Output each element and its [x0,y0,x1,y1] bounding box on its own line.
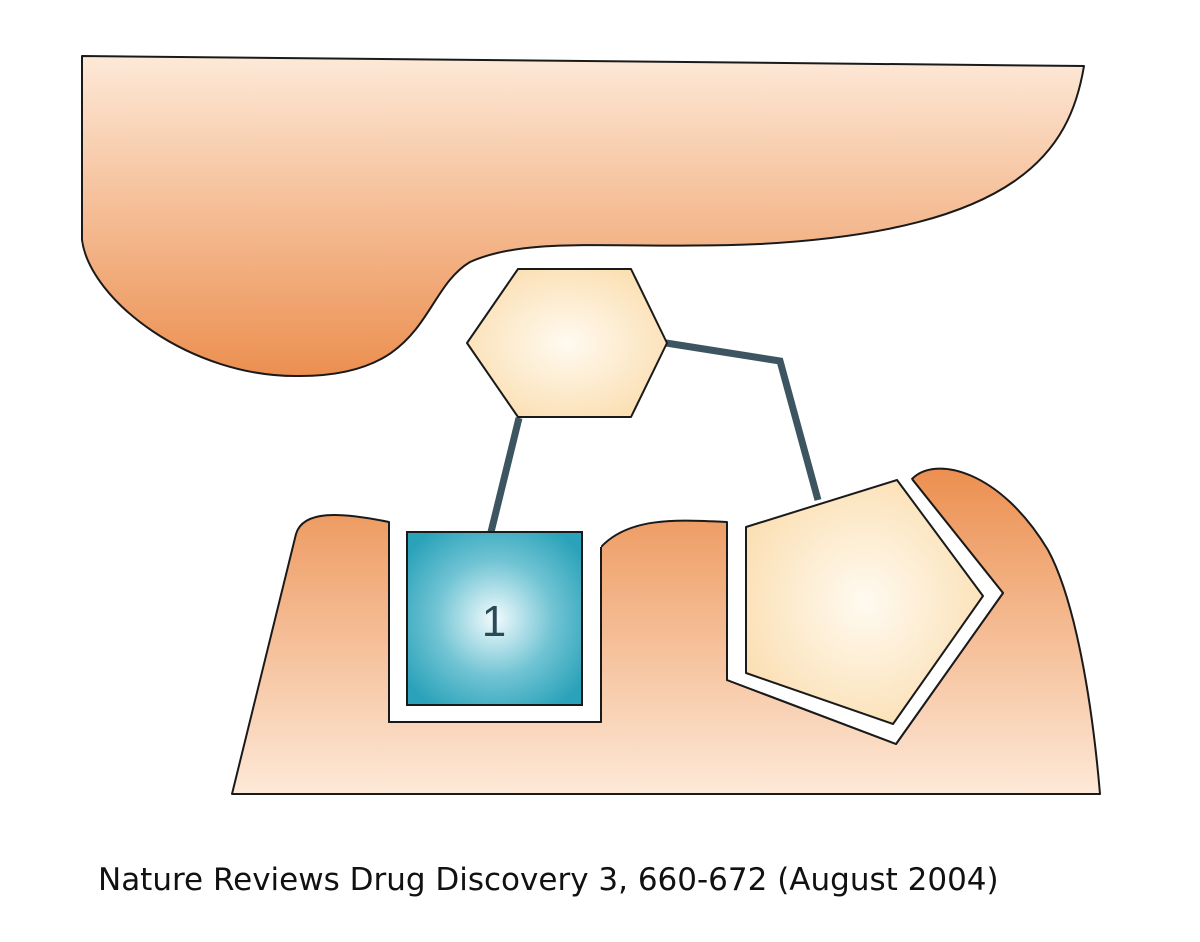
protein-upper-region [81,55,1085,378]
figure-caption: Nature Reviews Drug Discovery 3, 660-672… [98,862,999,898]
fragment-label-1: 1 [482,597,506,646]
pentagon-fragment [745,479,984,725]
hexagon-fragment [466,268,668,418]
pocket-1-outline [388,522,602,723]
linker-hexagon-to-square [487,417,523,533]
linker-hexagon-to-pentagon [665,339,822,501]
square-fragment-1 [406,531,583,706]
pocket-2-outline [726,478,1004,745]
